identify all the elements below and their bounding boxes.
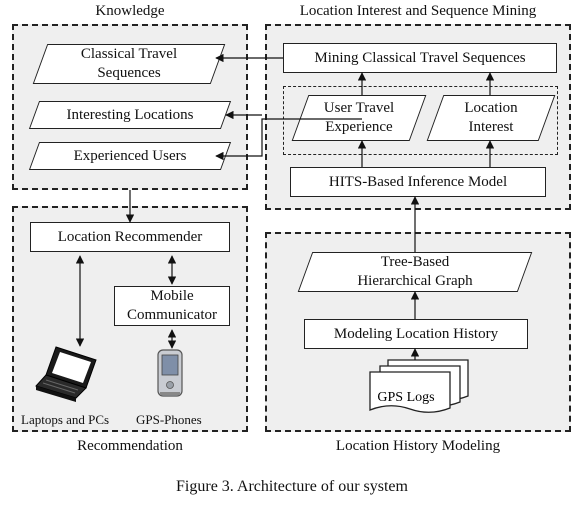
gps-phones-label: GPS-Phones <box>136 412 202 427</box>
mining-inner-group <box>283 86 558 155</box>
mobile-communicator-label-line2: Communicator <box>127 307 217 323</box>
location-interest-label-line2: Interest <box>468 119 514 135</box>
laptops-label: Laptops and PCs <box>21 412 110 427</box>
mining-sequences-label: Mining Classical Travel Sequences <box>314 49 526 66</box>
history-panel-title: Location History Modeling <box>335 438 501 454</box>
modeling-history-label: Modeling Location History <box>333 325 499 342</box>
hits-inference-model-box: HITS-Based Inference Model <box>290 167 546 197</box>
classical-sequences-label-line1: Classical Travel <box>80 46 178 62</box>
location-recommender-label: Location Recommender <box>57 228 203 245</box>
figure-caption: Figure 3. Architecture of our system <box>176 478 408 495</box>
location-recommender-box: Location Recommender <box>30 222 230 252</box>
interesting-locations-label: Interesting Locations <box>66 106 194 123</box>
hits-model-label: HITS-Based Inference Model <box>328 173 508 190</box>
modeling-location-history-box: Modeling Location History <box>304 319 528 349</box>
tree-graph-label-line1: Tree-Based <box>380 254 450 270</box>
location-interest-label-line1: Location <box>464 100 518 116</box>
mining-classical-sequences-box: Mining Classical Travel Sequences <box>283 43 557 73</box>
knowledge-panel-title: Knowledge <box>95 3 165 19</box>
document-stack-icon <box>369 359 469 413</box>
experienced-users-node: Experienced Users <box>34 142 226 170</box>
experienced-users-label: Experienced Users <box>73 147 187 164</box>
gps-phone-icon <box>157 349 183 397</box>
tree-graph-label-line2: Hierarchical Graph <box>357 273 473 289</box>
user-experience-label-line2: Experience <box>325 119 393 135</box>
mining-panel-title: Location Interest and Sequence Mining <box>299 3 537 19</box>
gps-logs-label: GPS Logs <box>377 390 434 405</box>
user-experience-label-line1: User Travel <box>323 100 395 116</box>
interesting-locations-node: Interesting Locations <box>34 101 226 129</box>
laptop-icon <box>35 346 97 402</box>
mobile-communicator-label-line1: Mobile <box>150 288 194 304</box>
recommendation-panel-title: Recommendation <box>77 438 183 454</box>
classical-sequences-label-line2: Sequences <box>97 65 161 81</box>
